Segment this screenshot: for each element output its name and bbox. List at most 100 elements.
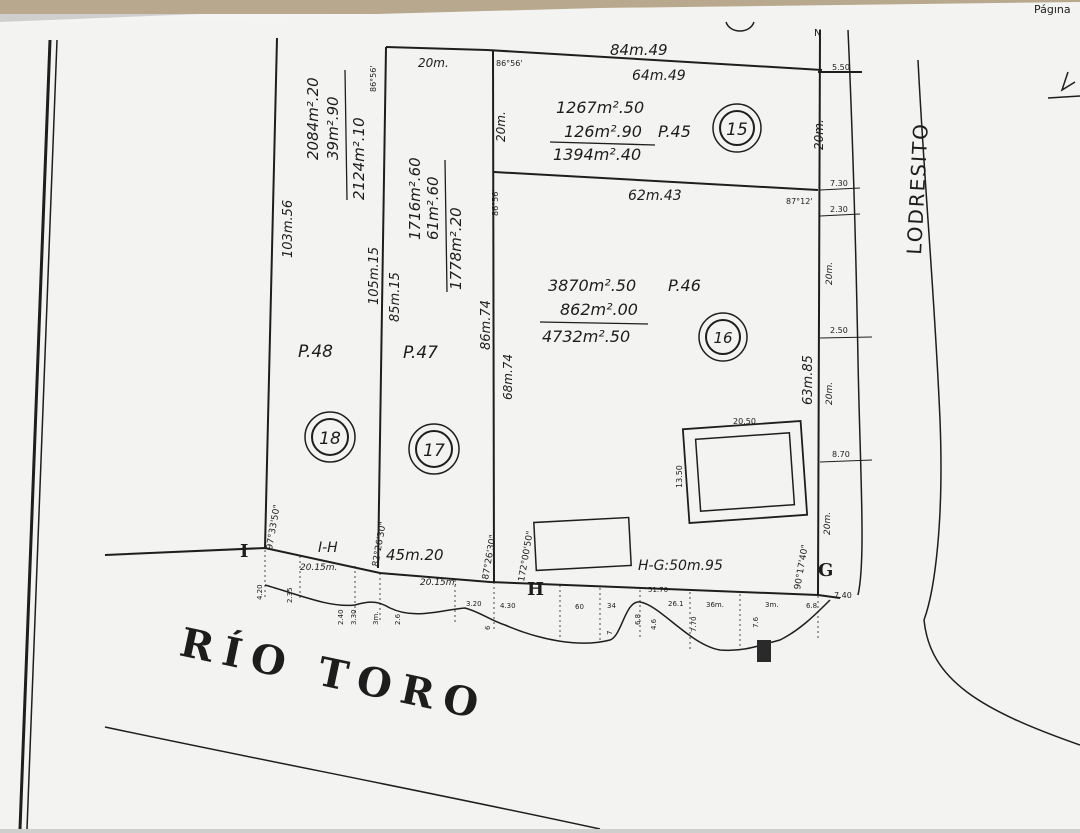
lot-17-number: 17 [423, 441, 445, 461]
river-mark: 6.8 [634, 614, 642, 625]
lot-15-marker: 15 [712, 103, 762, 153]
top-inner-dimension: 64m.49 [632, 68, 686, 84]
lot16-east-side: 63m.85 [801, 355, 816, 405]
segment-ih: I-H [318, 540, 338, 556]
lot15-area-b: 126m².90 [564, 122, 642, 141]
river-mark: 3.30 [350, 609, 358, 625]
lot18-east-side: 105m.15 [367, 247, 382, 305]
lot15-area-rule [549, 141, 656, 146]
lot16-west-side: 68m.74 [501, 354, 515, 400]
lot-18-number: 18 [319, 429, 341, 449]
river-mark: 51.70 [648, 586, 668, 594]
lot-15-number: 15 [726, 120, 748, 140]
angle-top-b: 86°56' [496, 59, 523, 68]
offset-3: 2.30 [830, 205, 848, 214]
lot18-front: 20.15m. [300, 563, 337, 573]
lot17-area-b: 61m².60 [424, 176, 442, 240]
offset-8: 20m. [823, 512, 833, 535]
lot16-area-a: 3870m².50 [548, 276, 636, 295]
lot17-area-total: 1778m².20 [447, 207, 465, 290]
lot17-front: 20.15m. [420, 578, 457, 588]
north-mark: N [814, 28, 821, 39]
page-label: Págına [1034, 3, 1071, 16]
lot15-parcel: P.45 [658, 122, 691, 141]
pool-outer [681, 420, 809, 524]
street-ticks [819, 187, 873, 463]
top-outer-dimension: 84m.49 [610, 41, 668, 59]
lot18-west-side: 103m.56 [281, 200, 296, 258]
river-mark: 7.70 [690, 616, 698, 632]
shed [533, 516, 632, 572]
lot-16-marker: 16 [698, 312, 748, 362]
lot17-area-a: 1716m².60 [406, 157, 424, 240]
margin-scribble [1047, 71, 1080, 99]
pool-height: 13.50 [675, 465, 684, 488]
river-mark: 2.35 [286, 587, 294, 603]
lot-16-number: 16 [713, 329, 732, 347]
river-mark: 4.30 [500, 602, 516, 610]
offset-5: 2.50 [830, 326, 848, 335]
segment-ih-length: 45m.20 [386, 546, 444, 564]
lot15-area-a: 1267m².50 [556, 98, 644, 117]
lot16-area-total: 4732m².50 [542, 327, 630, 346]
pier [757, 640, 771, 662]
lot17-west-side: 85m.15 [388, 272, 403, 322]
offset-7: 8.70 [832, 450, 850, 459]
lot16-parcel: P.46 [668, 276, 701, 295]
street-edge-west [847, 29, 863, 596]
angle-mid-a: 86°56' [491, 189, 500, 216]
lot15-east-side: 20m. [812, 119, 826, 150]
partial-marker [725, 21, 755, 32]
river-mark: 7.6 [752, 616, 760, 628]
river-ticks [264, 550, 819, 650]
river-mark: 26.1 [668, 600, 684, 608]
angle-mid-b: 87°12' [786, 197, 813, 206]
river-mark: 3m. [372, 612, 380, 626]
offset-6: 20m. [825, 382, 835, 405]
river-mark: 60 [575, 603, 584, 611]
river-mark: 4.6 [650, 618, 658, 630]
lot17-parcel: P.47 [403, 343, 438, 363]
offset-2: 7.30 [830, 179, 848, 188]
river-mark: 3.20 [466, 600, 482, 608]
angle-top-a: 86°56' [369, 65, 378, 92]
pool-width: 20.50 [733, 417, 756, 426]
margin-line-inner [26, 39, 58, 830]
river-mark: 34 [607, 602, 616, 610]
river-mark: 6 [484, 625, 492, 630]
lot18-area-rule [344, 69, 348, 201]
segment-hg: H-G:50m.95 [638, 558, 723, 574]
lot16-area-b: 862m².00 [560, 300, 638, 319]
lot-18-marker: 18 [304, 411, 356, 463]
lot15-bottom-dimension: 62m.43 [628, 188, 682, 204]
point-h: H [527, 579, 544, 600]
lot18-area-total: 2124m².10 [350, 117, 368, 200]
river-mark: 2.6 [394, 613, 402, 625]
river-mark: 3m. [765, 601, 779, 609]
lot16-area-rule [539, 321, 649, 325]
lot17-area-rule [444, 159, 448, 293]
margin-line-outer [18, 39, 52, 830]
lot17-top: 20m. [418, 56, 449, 70]
offset-4: 20m. [825, 262, 835, 285]
point-i: I [240, 541, 248, 562]
lot-boundaries [264, 29, 862, 596]
river-mark: 2.40 [337, 609, 345, 625]
river-far-bank [104, 726, 601, 830]
river-bank-line [104, 546, 841, 599]
street-edge-east [917, 59, 1080, 746]
river-mark: 36m. [706, 601, 724, 609]
offset-1: 5.50 [832, 63, 850, 72]
pool-inner [694, 432, 796, 512]
lot18-parcel: P.48 [298, 342, 333, 362]
lot18-area-a: 2084m².20 [304, 77, 322, 160]
river-mark: 4.20 [256, 584, 264, 600]
river-edge-line [264, 584, 831, 652]
lot15-west-side: 20m. [494, 111, 508, 142]
lot18-area-b: 39m².90 [324, 96, 342, 160]
point-g: G [818, 560, 833, 581]
lot-17-marker: 17 [408, 423, 460, 475]
